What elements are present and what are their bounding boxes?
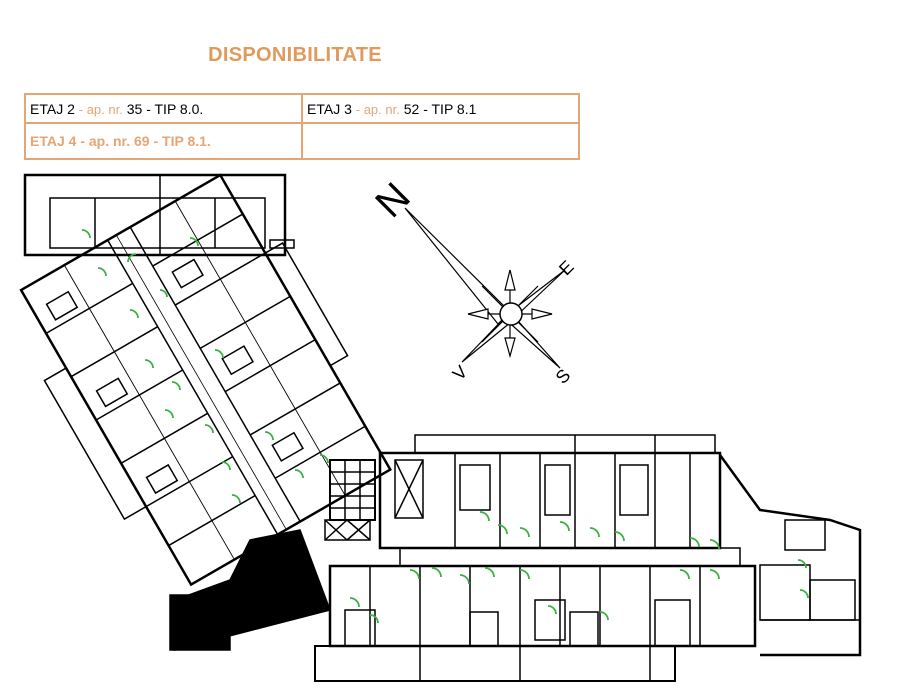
compass-west-label: V (449, 362, 472, 385)
apartment-type: - TIP 8.1 (423, 100, 477, 117)
page-title: DISPONIBILITATE (208, 44, 382, 66)
apartment-type: - TIP 8.0. (146, 100, 204, 117)
apartment-number: 52 (403, 100, 420, 117)
floor-label: ETAJ 4 (30, 133, 77, 149)
building-wing-north (19, 173, 392, 651)
compass-north-label: N (367, 175, 419, 227)
building-core (324, 459, 424, 541)
apartment-number: 35 (126, 100, 143, 117)
building-wing-east (314, 434, 862, 682)
compass-south-label: S (552, 365, 575, 388)
floor-label: ETAJ 3 (307, 100, 352, 117)
apartment-label: - ap. nr. (78, 101, 123, 117)
floor-label: ETAJ 2 (30, 100, 75, 117)
apartment-number: 69 (134, 133, 150, 149)
availability-cell-floor4[interactable]: ETAJ 4 - ap. nr. 69 - TIP 8.1. (24, 122, 303, 160)
apartment-label: - ap. nr. (80, 133, 131, 149)
availability-cell-floor2[interactable]: ETAJ 2 - ap. nr. 35 - TIP 8.0. (24, 93, 303, 124)
door-swings (81, 229, 809, 624)
compass-rose: N E S V (367, 175, 577, 388)
availability-cell-floor3[interactable]: ETAJ 3 - ap. nr. 52 - TIP 8.1 (301, 93, 580, 124)
apartment-type: - TIP 8.1. (153, 133, 211, 149)
availability-table: ETAJ 2 - ap. nr. 35 - TIP 8.0. ETAJ 3 - … (24, 93, 580, 160)
apartment-label: - ap. nr. (355, 101, 400, 117)
availability-cell-empty (301, 122, 580, 160)
